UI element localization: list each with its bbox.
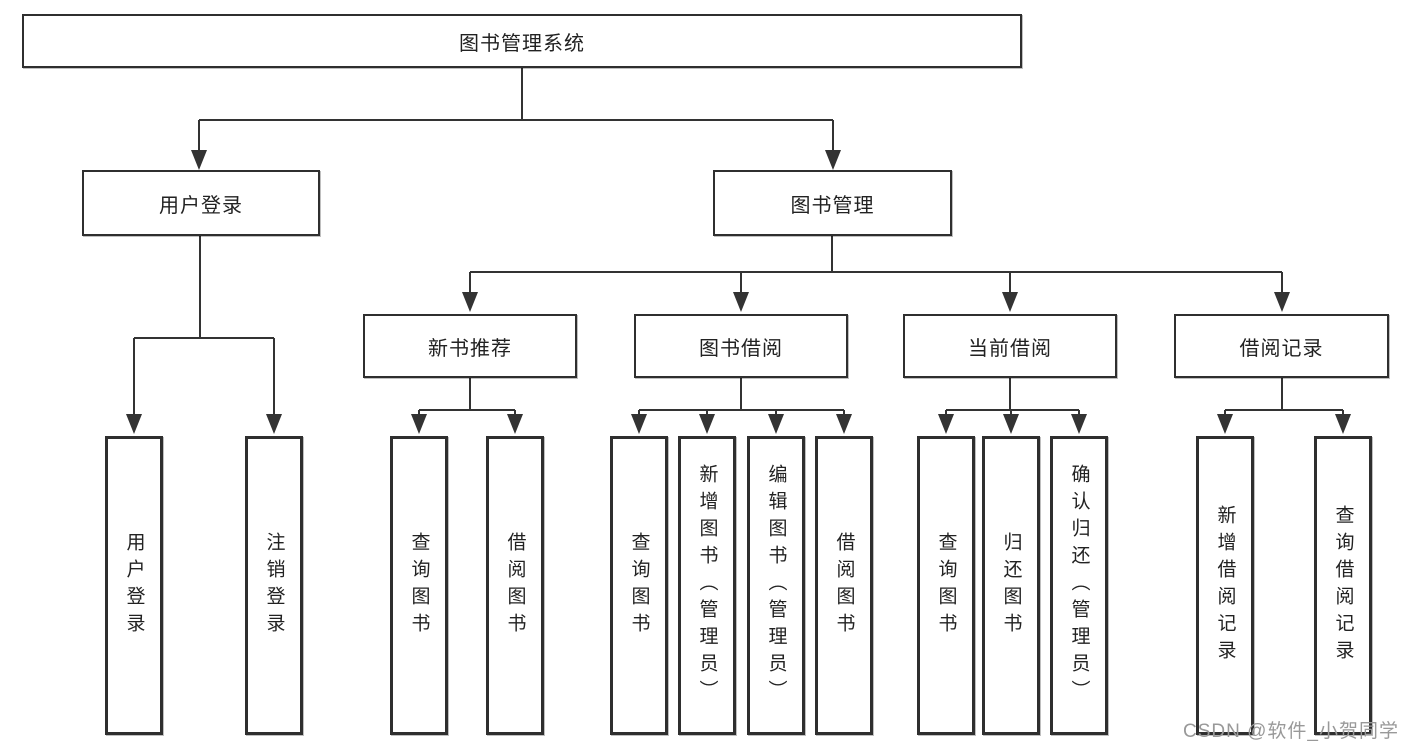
node-label: 当前借阅 <box>968 337 1052 360</box>
node-label: 新增图书（管理员） <box>696 464 718 707</box>
node-book-management-system: 图书管理系统 <box>22 14 1022 68</box>
node-label: 查询借阅记录 <box>1332 504 1354 667</box>
leaf-edit-book-admin: 编辑图书（管理员） <box>747 436 805 735</box>
node-label: 借阅图书 <box>504 531 526 640</box>
leaf-query-borrow-record: 查询借阅记录 <box>1314 436 1372 735</box>
node-label: 图书管理系统 <box>459 32 585 55</box>
node-label: 归还图书 <box>1000 531 1022 640</box>
leaf-query-books-1: 查询图书 <box>390 436 448 735</box>
node-label: 用户登录 <box>123 531 145 640</box>
node-label: 用户登录 <box>159 194 243 217</box>
leaf-add-book-admin: 新增图书（管理员） <box>678 436 736 735</box>
node-label: 借阅图书 <box>833 531 855 640</box>
node-label: 查询图书 <box>408 531 430 640</box>
node-current-borrowing: 当前借阅 <box>903 314 1117 378</box>
node-label: 确认归还（管理员） <box>1068 464 1090 707</box>
leaf-return-book: 归还图书 <box>982 436 1040 735</box>
leaf-confirm-return-admin: 确认归还（管理员） <box>1050 436 1108 735</box>
node-label: 查询图书 <box>935 531 957 640</box>
node-label: 编辑图书（管理员） <box>765 464 787 707</box>
node-book-management: 图书管理 <box>713 170 952 236</box>
leaf-borrow-books-2: 借阅图书 <box>815 436 873 735</box>
node-user-login-group: 用户登录 <box>82 170 320 236</box>
node-label: 借阅记录 <box>1239 337 1324 360</box>
leaf-query-books-2: 查询图书 <box>610 436 668 735</box>
leaf-borrow-books-1: 借阅图书 <box>486 436 544 735</box>
node-new-book-recommend: 新书推荐 <box>363 314 577 378</box>
node-book-borrowing: 图书借阅 <box>634 314 848 378</box>
node-label: 注销登录 <box>263 531 285 640</box>
node-label: 图书借阅 <box>699 337 783 360</box>
leaf-logout: 注销登录 <box>245 436 303 735</box>
leaf-query-books-3: 查询图书 <box>917 436 975 735</box>
node-label: 新增借阅记录 <box>1214 504 1236 667</box>
node-label: 查询图书 <box>628 531 650 640</box>
node-label: 图书管理 <box>790 194 875 217</box>
node-borrowing-records: 借阅记录 <box>1174 314 1389 378</box>
leaf-user-login: 用户登录 <box>105 436 163 735</box>
node-label: 新书推荐 <box>428 337 512 360</box>
leaf-add-borrow-record: 新增借阅记录 <box>1196 436 1254 735</box>
csdn-watermark: CSDN @软件_小贺同学 <box>1183 721 1399 742</box>
